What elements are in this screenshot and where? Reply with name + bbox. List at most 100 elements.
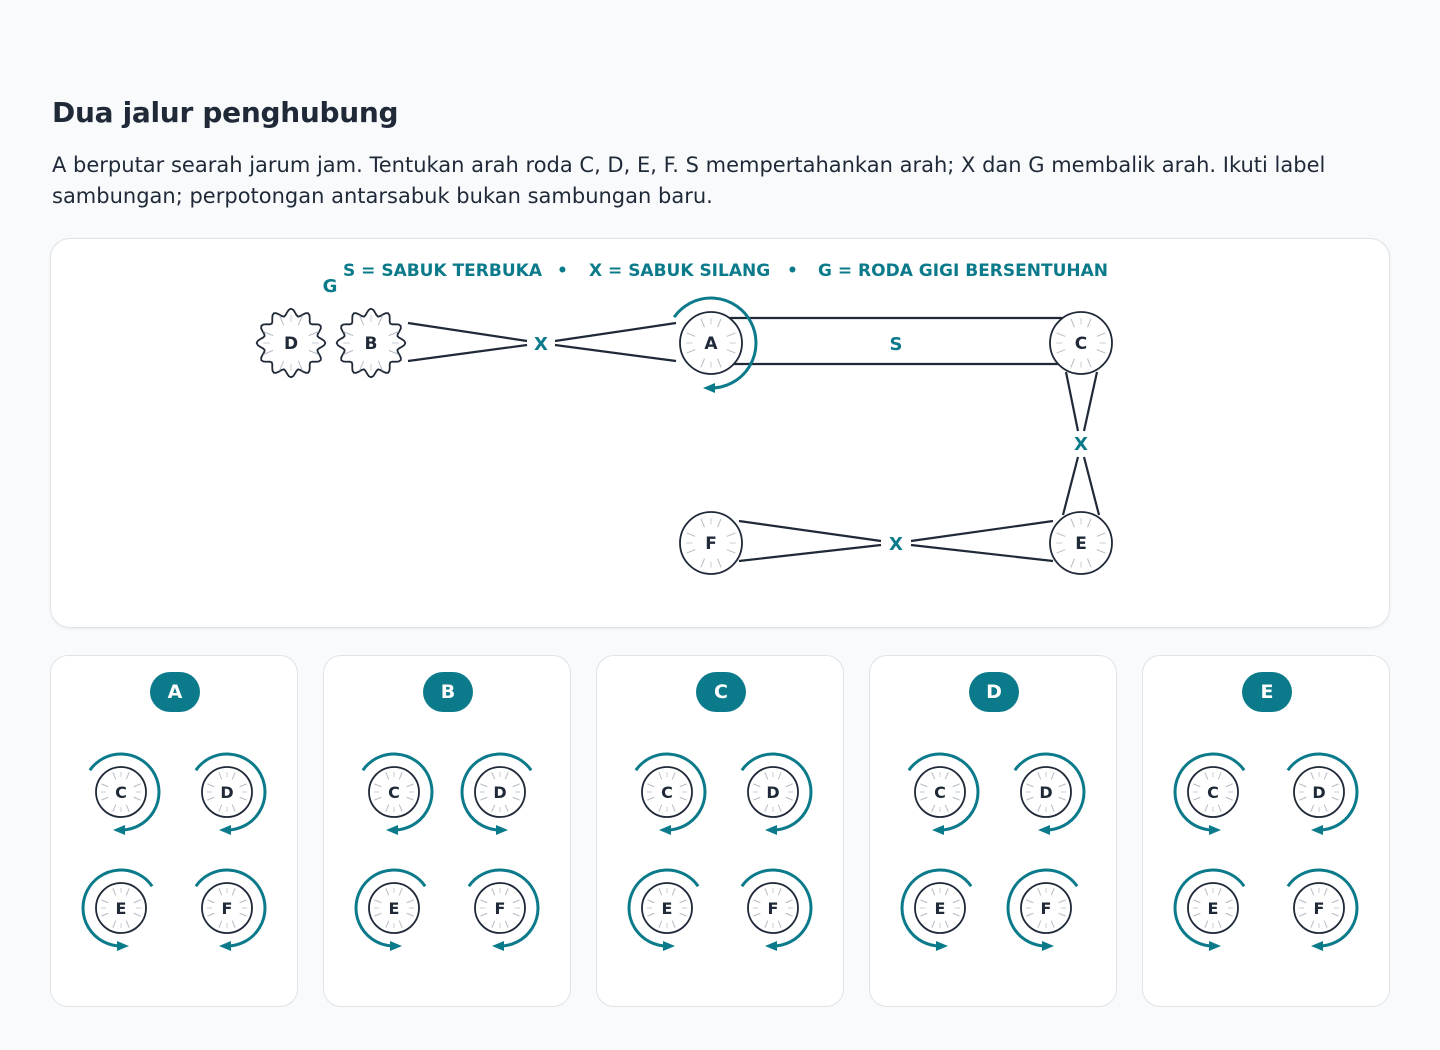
rotation-arrow-e-head (117, 941, 129, 951)
option-a-wheel-d: D (194, 752, 267, 835)
option-wheel-label: F (222, 899, 233, 918)
option-b-wheel-c: C (361, 752, 434, 835)
rotation-arrow-d-head (1038, 825, 1050, 835)
legend-sep-2: • (787, 261, 798, 281)
connection-label-x-ef: X (889, 534, 903, 555)
option-wheel-label: E (1208, 899, 1219, 918)
legend: S = SABUK TERBUKA • X = SABUK SILANG • G… (343, 261, 1108, 281)
wheel-f: F (679, 511, 743, 575)
option-wheel-label: F (495, 899, 506, 918)
option-e-wheel-d: D (1286, 752, 1359, 835)
instructions: A berputar searah jarum jam. Tentukan ar… (52, 153, 1326, 208)
option-b-wheel-f: F (467, 868, 540, 951)
rotation-arrow-e (627, 868, 700, 948)
belt-e-f-upper-right (910, 519, 1054, 543)
rotation-arrow-e (900, 868, 973, 948)
rotation-arrow-f-head (1042, 941, 1054, 951)
legend-gear: G = RODA GIGI BERSENTUHAN (818, 261, 1108, 281)
legend-cross: X = SABUK SILANG (589, 261, 770, 281)
rotation-arrow-c (361, 752, 434, 832)
pulley-diagram: S = SABUK TERBUKA • X = SABUK SILANG • G… (255, 261, 1113, 575)
rotation-arrow-f (740, 868, 813, 948)
option-wheel-label: F (1041, 899, 1052, 918)
rotation-arrow-c (1173, 752, 1246, 832)
rotation-arrow-d-head (496, 825, 508, 835)
belt-c-e-right-bottom (1082, 456, 1101, 516)
rotation-arrow-f (1006, 868, 1079, 948)
rotation-arrow-a-arc-head (703, 383, 715, 393)
wheel-a: A (679, 311, 743, 375)
rotation-arrow-f-head (765, 941, 777, 951)
rotation-arrow-e (81, 868, 154, 948)
belt-c-e-right-top (1082, 371, 1099, 432)
option-wheels-b: C D E F (354, 752, 540, 951)
option-e-wheel-e: E (1173, 868, 1246, 951)
rotation-arrow-c-head (659, 825, 671, 835)
option-wheel-label: E (662, 899, 673, 918)
wheel-d: D (255, 307, 327, 379)
connection-label-x-ce: X (1074, 434, 1088, 455)
rotation-arrow-d-head (1311, 825, 1323, 835)
option-badge-e: E (1242, 672, 1292, 712)
option-e-wheel-f: F (1286, 868, 1359, 951)
rotation-arrow-a (672, 296, 758, 393)
option-badge-d: D (969, 672, 1019, 712)
rotation-arrow-c (907, 752, 980, 832)
option-wheel-label: C (661, 783, 673, 802)
rotation-arrow-f (467, 868, 540, 948)
belts (407, 316, 1101, 563)
rotation-arrow-a-arc (672, 296, 758, 390)
wheel-c: C (1049, 311, 1113, 375)
option-wheel-label: F (1314, 899, 1325, 918)
option-wheel-label: D (220, 783, 233, 802)
belt-b-a-upper-left (407, 321, 528, 343)
rotation-arrow-c-head (932, 825, 944, 835)
rotation-arrow-d (460, 752, 533, 832)
rotation-arrow-d (194, 752, 267, 832)
option-badge-a: A (150, 672, 200, 712)
option-wheel-label: C (388, 783, 400, 802)
option-wheel-label: E (389, 899, 400, 918)
option-e-wheel-c: C (1173, 752, 1246, 835)
wheel-label-e: E (1075, 534, 1087, 554)
legend-open: S = SABUK TERBUKA (343, 261, 543, 281)
option-d-wheel-e: E (900, 868, 973, 951)
rotation-arrow-d-head (219, 825, 231, 835)
rotation-arrow-d-head (765, 825, 777, 835)
option-wheel-label: D (493, 783, 506, 802)
option-wheel-label: D (766, 783, 779, 802)
connection-label-g: G (323, 276, 338, 297)
wheels: A B C D E F (255, 307, 1113, 575)
option-wheel-label: E (935, 899, 946, 918)
wheel-b: B (335, 307, 407, 379)
rotation-arrow-d (1286, 752, 1359, 832)
wheel-label-b: B (365, 334, 378, 354)
connection-labels: G X S X X (323, 276, 1088, 555)
belt-c-e-left-top (1064, 371, 1080, 432)
option-c-wheel-e: E (627, 868, 700, 951)
belt-c-e-left-bottom (1061, 456, 1080, 516)
rotation-arrow-c-head (113, 825, 125, 835)
option-wheel-label: E (116, 899, 127, 918)
option-c-wheel-d: D (740, 752, 813, 835)
wheel-e: E (1049, 511, 1113, 575)
rotation-arrow-f-head (219, 941, 231, 951)
rotation-arrow-c-head (386, 825, 398, 835)
rotation-arrow-d (740, 752, 813, 832)
option-b-wheel-e: E (354, 868, 427, 951)
rotation-arrow-e (1173, 868, 1246, 948)
wheel-label-f: F (705, 534, 717, 554)
option-wheel-label: D (1039, 783, 1052, 802)
rotation-arrow-f (1286, 868, 1359, 948)
option-c-wheel-c: C (634, 752, 707, 835)
option-d-wheel-d: D (1013, 752, 1086, 835)
